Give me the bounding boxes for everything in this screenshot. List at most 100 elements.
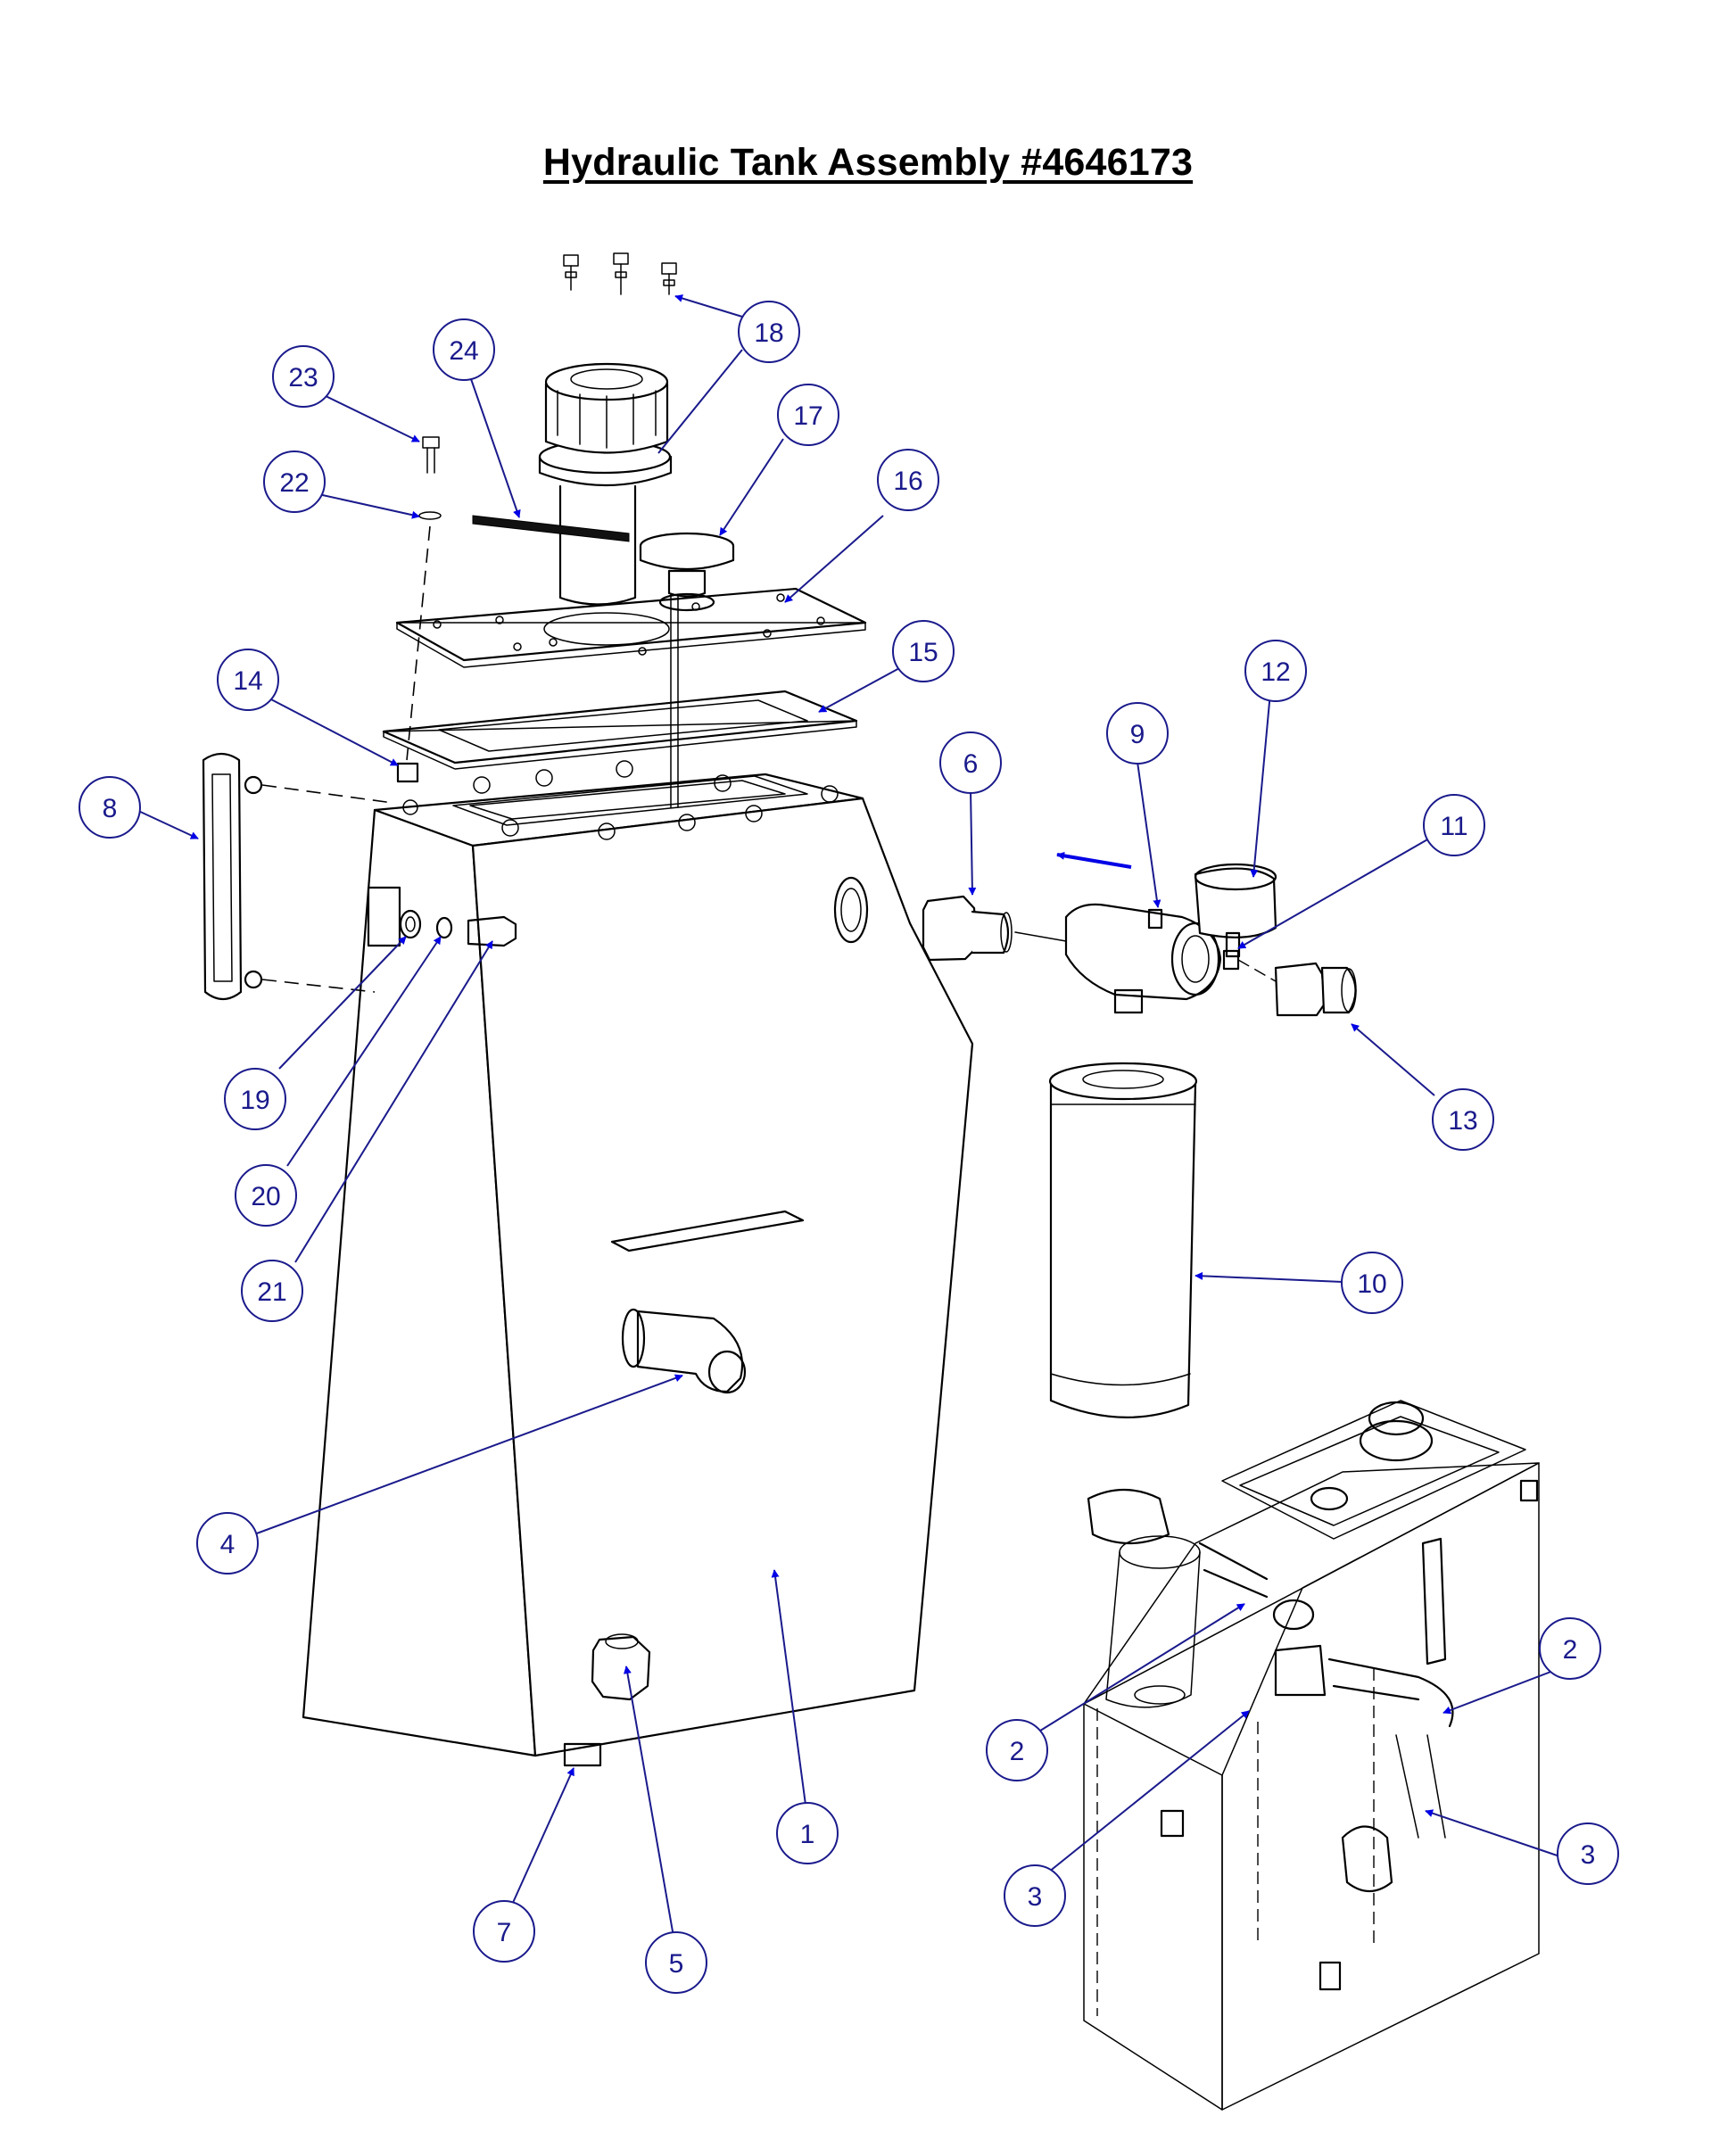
callout-number: 9 <box>1130 720 1145 749</box>
callout-12: 12 <box>1244 640 1307 702</box>
filter-element <box>1048 1062 1198 1418</box>
callout-number: 3 <box>1028 1882 1043 1912</box>
callout-circle <box>1244 640 1307 702</box>
inset-cutaway-view <box>1083 1400 1540 2111</box>
breather-cap <box>639 532 735 612</box>
callout-number: 22 <box>279 468 309 498</box>
callout-7: 7 <box>473 1900 535 1963</box>
callout-circle <box>1557 1823 1619 1885</box>
page-title: Hydraulic Tank Assembly #4646173 <box>542 141 1194 184</box>
callout-20: 20 <box>235 1164 297 1227</box>
callout-number: 6 <box>963 749 979 779</box>
callout-number: 18 <box>754 318 783 348</box>
callout-circle <box>776 1802 839 1864</box>
callout-15: 15 <box>892 620 955 682</box>
callout-19: 19 <box>224 1068 286 1130</box>
callout-number: 2 <box>1010 1737 1025 1766</box>
callout-14: 14 <box>217 649 279 711</box>
leader-lines <box>136 294 1584 1953</box>
callout-circle <box>272 345 335 408</box>
callout-6: 6 <box>939 731 1002 794</box>
callout-number: 16 <box>893 467 922 496</box>
callout-number: 24 <box>449 336 478 366</box>
fitting-adapter-6 <box>922 895 1067 962</box>
callout-number: 14 <box>233 666 262 696</box>
suction-elbow <box>621 1308 747 1394</box>
pressure-gauge <box>1194 863 1277 958</box>
callout-circle <box>738 301 800 363</box>
callout-circle <box>79 776 141 839</box>
callout-number: 4 <box>220 1530 236 1559</box>
callout-number: 10 <box>1357 1269 1386 1299</box>
bottom-plug <box>563 1742 602 1767</box>
callout-10: 10 <box>1341 1252 1403 1314</box>
callout-17: 17 <box>777 384 839 446</box>
callout-circle <box>777 384 839 446</box>
bracket-hardware <box>399 909 517 947</box>
callout-circle <box>877 449 939 511</box>
callout-circle <box>1432 1088 1494 1151</box>
cover-screws <box>563 252 677 295</box>
callout-number: 23 <box>288 363 318 393</box>
callout-number: 7 <box>497 1918 512 1947</box>
gauge-screw <box>396 436 442 783</box>
callout-number: 15 <box>908 638 938 667</box>
callout-number: 21 <box>257 1277 286 1307</box>
callout-number: 17 <box>793 401 823 431</box>
callout-5: 5 <box>645 1931 707 1994</box>
callout-1: 1 <box>776 1802 839 1864</box>
callout-number: 5 <box>669 1949 684 1979</box>
callout-4: 4 <box>196 1512 259 1575</box>
callout-number: 1 <box>800 1820 815 1849</box>
callout-circle <box>241 1260 303 1322</box>
callout-16: 16 <box>877 449 939 511</box>
callout-circle <box>1341 1252 1403 1314</box>
callout-number: 3 <box>1581 1840 1596 1870</box>
callout-18: 18 <box>738 301 800 363</box>
callout-number: 19 <box>240 1086 269 1115</box>
callout-3: 3 <box>1557 1823 1619 1885</box>
callout-2: 2 <box>986 1719 1048 1781</box>
callout-number: 8 <box>103 794 118 823</box>
callout-circle <box>217 649 279 711</box>
callout-circle <box>1004 1864 1066 1927</box>
callout-3: 3 <box>1004 1864 1066 1927</box>
flow-direction-arrow <box>1056 851 1132 869</box>
callout-11: 11 <box>1423 794 1485 856</box>
callout-circle <box>235 1164 297 1227</box>
callout-number: 20 <box>251 1182 280 1211</box>
callout-number: 11 <box>1440 812 1467 841</box>
callout-circle <box>263 450 326 513</box>
callout-circle <box>473 1900 535 1963</box>
callout-circle <box>939 731 1002 794</box>
top-cover-plate <box>395 587 867 668</box>
callout-circle <box>224 1068 286 1130</box>
fitting-13 <box>1237 959 1357 1017</box>
callout-number: 2 <box>1563 1635 1578 1665</box>
callout-circle <box>433 318 495 381</box>
tank-body <box>302 760 974 1757</box>
callout-circle <box>986 1719 1048 1781</box>
level-decal <box>472 515 630 542</box>
callout-labels: 1223345678910111213141516171819202122232… <box>79 301 1619 1994</box>
callout-2: 2 <box>1539 1617 1601 1680</box>
callout-circle <box>196 1512 259 1575</box>
callout-9: 9 <box>1106 702 1169 765</box>
callout-22: 22 <box>263 450 326 513</box>
callout-circle <box>1539 1617 1601 1680</box>
callout-24: 24 <box>433 318 495 381</box>
callout-circle <box>892 620 955 682</box>
filter-head <box>1064 903 1222 1014</box>
callout-13: 13 <box>1432 1088 1494 1151</box>
callout-circle <box>1106 702 1169 765</box>
callout-circle <box>1423 794 1485 856</box>
drain-plug <box>591 1633 651 1701</box>
filler-strainer <box>538 362 673 606</box>
callout-circle <box>645 1931 707 1994</box>
callout-number: 13 <box>1448 1106 1477 1136</box>
callout-21: 21 <box>241 1260 303 1322</box>
callout-number: 12 <box>1261 657 1290 687</box>
gasket <box>382 690 858 770</box>
callout-8: 8 <box>79 776 141 839</box>
